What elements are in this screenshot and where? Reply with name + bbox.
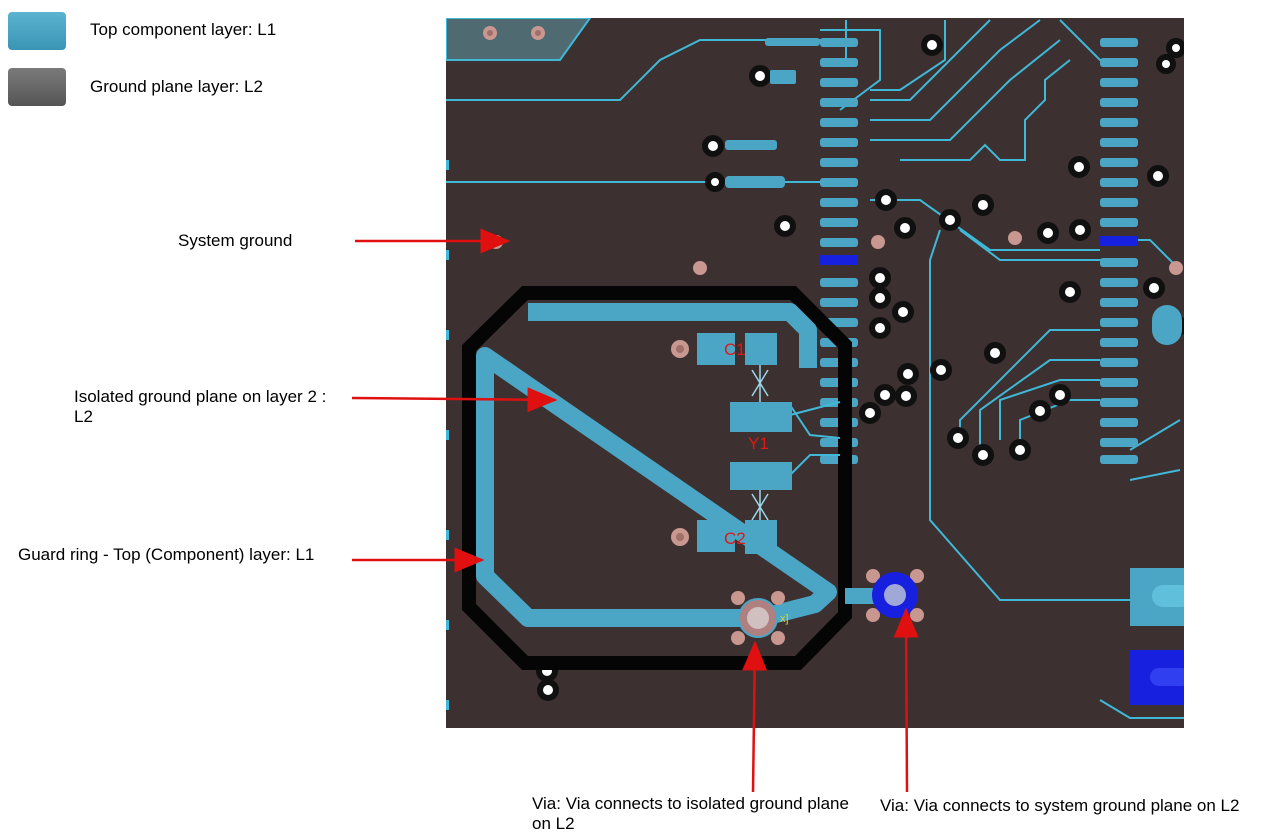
annotation-arrows <box>351 228 919 793</box>
label-system-ground: System ground <box>178 231 293 250</box>
via-system-ground <box>866 569 924 622</box>
board-artwork <box>446 18 1184 719</box>
legend-swatch-top-layer <box>8 12 66 50</box>
legend-label-ground-layer: Ground plane layer: L2 <box>90 77 263 96</box>
svg-text:x]: x] <box>780 613 789 625</box>
designator-c2: C2 <box>724 529 746 548</box>
label-isolated-plane: Isolated ground plane on layer 2 : L2 <box>74 387 327 426</box>
designator-y1: Y1 <box>748 434 769 453</box>
label-guard-ring: Guard ring - Top (Component) layer: L1 <box>18 545 315 564</box>
label-via-system: Via: Via connects to system ground plane… <box>880 796 1240 815</box>
via-isolated-ground: x] <box>731 591 789 645</box>
c2-pad-right <box>745 520 777 554</box>
y1-pad-top <box>730 402 792 432</box>
c1-pad-left <box>697 333 735 365</box>
guard-ring-trace <box>476 303 837 627</box>
designator-c1: C1 <box>724 340 746 359</box>
c2-pad-left <box>697 520 735 552</box>
guard-ring-keepout <box>462 286 852 670</box>
legend-swatch-ground-layer <box>8 68 66 106</box>
label-via-isolated: Via: Via connects to isolated ground pla… <box>532 794 849 833</box>
c1-pad-right <box>745 333 777 365</box>
legend-label-top-layer: Top component layer: L1 <box>90 20 277 39</box>
y1-pad-bottom <box>730 462 792 490</box>
